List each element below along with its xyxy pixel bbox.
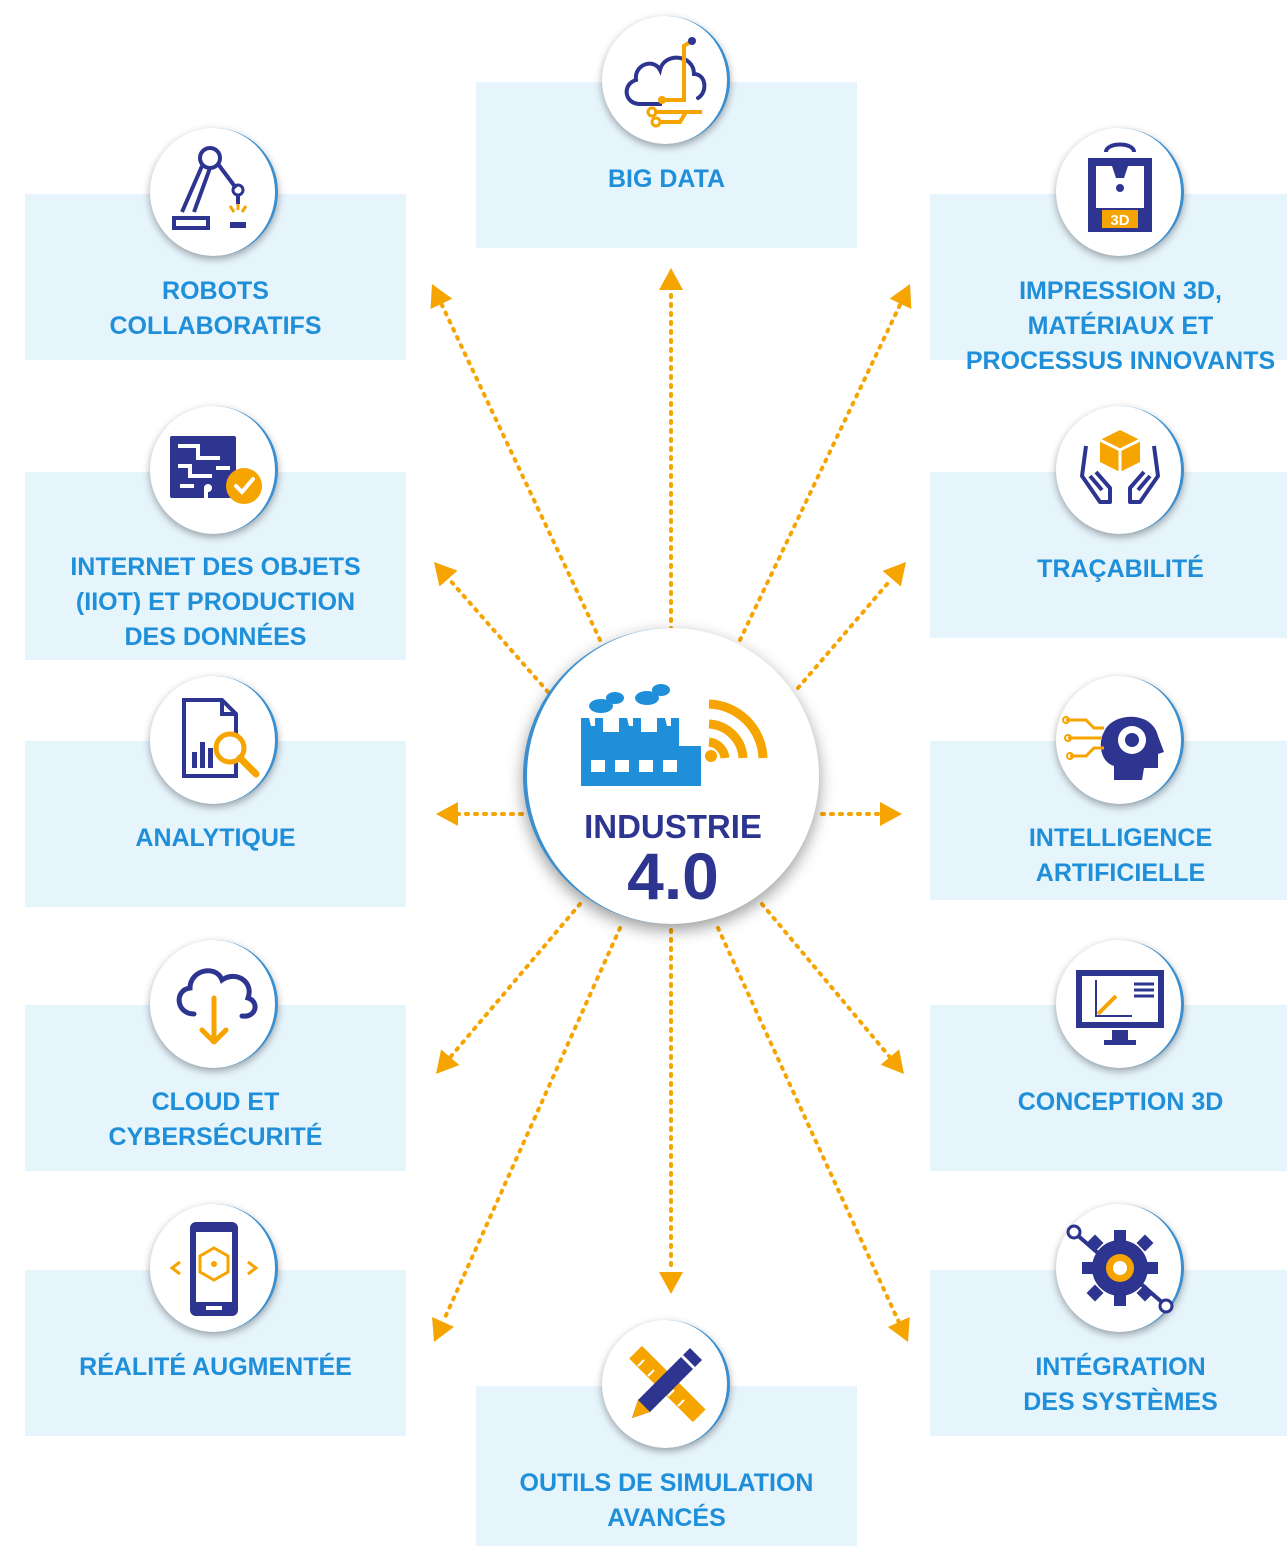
dotted-arrow-line [448,902,582,1060]
label-big-data: BIG DATA [476,162,857,197]
phone-ar-icon [150,1204,278,1332]
arrowhead [880,802,902,826]
arrowhead [436,1049,460,1074]
label-line: PROCESSUS INNOVANTS [965,347,1276,375]
label-line: RÉALITÉ AUGMENTÉE [79,1353,352,1381]
pencil-ruler-icon [602,1320,730,1448]
report-magnifier-icon [150,676,278,804]
dotted-arrow-line [738,301,903,642]
monitor-chart-icon [1056,940,1184,1068]
arrowhead [432,1317,454,1342]
cloud-download-icon [150,940,278,1068]
hands-box-icon [1056,406,1184,534]
label-cloud: CLOUD ET CYBERSÉCURITÉ [25,1085,406,1155]
box-cloud: CLOUD ET CYBERSÉCURITÉ [25,1005,406,1171]
label-line: AVANCÉS [607,1504,726,1532]
svg-text:3D: 3D [1110,212,1129,229]
label-integration: INTÉGRATION DES SYSTÈMES [930,1350,1287,1420]
arrowhead [882,562,906,587]
label-line: OUTILS DE SIMULATION [519,1469,814,1497]
label-iot: INTERNET DES OBJETS (IIOT) ET PRODUCTION… [25,550,406,655]
center-title: INDUSTRIE [584,808,762,845]
arrowhead [436,802,458,826]
label-line: INTERNET DES OBJETS [70,553,361,581]
dotted-arrow-line [760,902,892,1060]
gear-circuit-icon [1056,1204,1184,1332]
label-tracabilite: TRAÇABILITÉ [930,552,1287,587]
label-line: COLLABORATIFS [109,312,322,340]
label-ia: INTELLIGENCE ARTIFICIELLE [930,821,1287,891]
arrowhead [887,1316,910,1342]
label-line: ANALYTIQUE [135,824,296,852]
label-line: CONCEPTION 3D [1017,1088,1224,1116]
circuit-check-icon [150,406,278,534]
label-line: IMPRESSION 3D, [1019,277,1222,305]
arrowhead [889,284,912,310]
arrowhead [659,1272,683,1294]
center-version: 4.0 [627,839,719,913]
label-line: DES DONNÉES [124,623,307,651]
cloud-network-icon [602,16,730,144]
robot-arm-icon [150,128,278,256]
dotted-arrow-line [439,301,602,642]
label-line: ARTIFICIELLE [1035,859,1206,887]
label-line: TRAÇABILITÉ [1037,555,1204,583]
label-conception: CONCEPTION 3D [930,1085,1287,1120]
label-line: INTELLIGENCE [1028,824,1213,852]
industry-4-0-hub: INDUSTRIE 4.0 [523,628,819,924]
dotted-arrow-line [796,576,894,690]
arrowhead [880,1049,904,1074]
label-realite: RÉALITÉ AUGMENTÉE [25,1350,406,1385]
head-gear-icon [1056,676,1184,804]
label-analytique: ANALYTIQUE [25,821,406,856]
label-line: DES SYSTÈMES [1023,1388,1218,1416]
dotted-arrow-line [446,576,550,694]
factory-wifi-icon [581,684,768,786]
label-impression: IMPRESSION 3D, MATÉRIAUX ET PROCESSUS IN… [930,274,1287,379]
label-simulation: OUTILS DE SIMULATION AVANCÉS [476,1466,857,1536]
dotted-arrow-line [716,926,901,1325]
arrowhead [659,268,683,290]
arrowhead [430,284,453,310]
label-line: CLOUD ET [151,1088,280,1116]
label-line: INTÉGRATION [1035,1353,1206,1381]
label-line: MATÉRIAUX ET [1027,312,1214,340]
label-line: ROBOTS [162,277,269,305]
label-robots: ROBOTS COLLABORATIFS [25,274,406,344]
dotted-arrow-line [441,926,622,1324]
label-line: (IIOT) ET PRODUCTION [75,588,356,616]
label-line: CYBERSÉCURITÉ [108,1123,323,1151]
label-line: BIG DATA [607,165,726,193]
3d-printer-icon: 3D [1056,128,1184,256]
arrowhead [434,562,458,587]
